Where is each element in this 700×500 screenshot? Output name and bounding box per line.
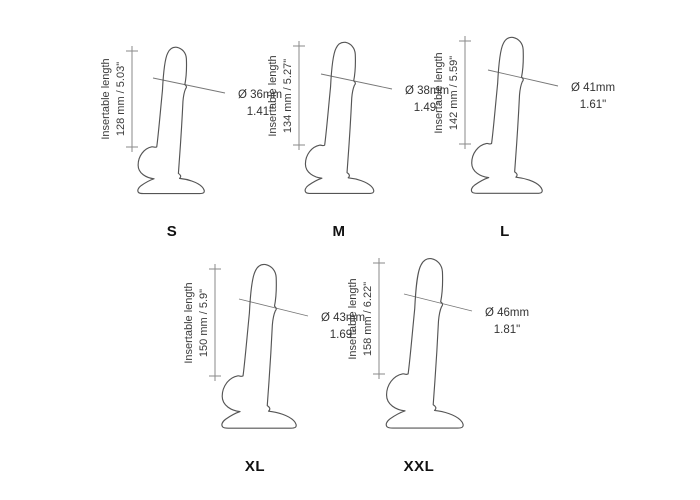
- size-label: S: [166, 223, 178, 240]
- size-figure-xxl: Insertable length 158 mm / 6.22" Ø 46mm …: [347, 246, 562, 481]
- diameter-mm: Ø 38mm: [404, 85, 450, 97]
- diameter-inches: 1.61": [579, 98, 607, 111]
- size-label: XL: [244, 458, 266, 475]
- diameter-mm: Ø 46mm: [484, 307, 530, 319]
- diameter-inches: 1.41": [246, 105, 274, 118]
- dimension-line: [373, 258, 385, 379]
- product-outline-drawing: [126, 46, 226, 195]
- product-outline: [304, 41, 375, 194]
- dimension-line: [126, 46, 138, 152]
- dimension-line: [459, 36, 471, 149]
- size-label: M: [332, 223, 346, 240]
- size-figure-s: Insertable length 128 mm / 5.03" Ø 36mm …: [100, 11, 315, 246]
- product-outline: [221, 263, 297, 429]
- product-outline-drawing: [293, 41, 393, 194]
- product-outline: [385, 258, 464, 429]
- product-outline: [470, 36, 543, 194]
- size-label: XXL: [403, 458, 435, 475]
- product-outline-drawing: [373, 258, 473, 429]
- diameter-inches: 1.49": [413, 101, 441, 114]
- diameter-callout: Ø 43mm 1.69": [312, 310, 374, 343]
- product-outline: [137, 46, 205, 195]
- dimension-line: [209, 264, 221, 381]
- product-outline-drawing: [459, 36, 559, 194]
- diameter-inches: 1.69": [329, 328, 357, 341]
- size-label: L: [500, 223, 510, 240]
- size-figure-m: Insertable length 134 mm / 5.27" Ø 38mm …: [267, 11, 482, 246]
- diameter-callout: Ø 38mm 1.49": [396, 83, 458, 116]
- diameter-mm: Ø 36mm: [237, 89, 283, 101]
- diameter-callout: Ø 41mm 1.61": [562, 80, 624, 113]
- dimension-line: [293, 41, 305, 150]
- product-outline-drawing: [209, 263, 309, 429]
- diameter-mm: Ø 43mm: [320, 312, 366, 324]
- size-figure-l: Insertable length 142 mm / 5.59" Ø 41mm …: [433, 11, 648, 246]
- diameter-pointer-line: [320, 73, 393, 90]
- size-figure-xl: Insertable length 150 mm / 5.9" Ø 43mm 1…: [183, 246, 398, 481]
- diameter-callout: Ø 46mm 1.81": [476, 305, 538, 338]
- diameter-pointer-line: [152, 77, 226, 94]
- diameter-inches: 1.81": [493, 323, 521, 336]
- diameter-mm: Ø 41mm: [570, 82, 616, 94]
- diameter-callout: Ø 36mm 1.41": [229, 87, 291, 120]
